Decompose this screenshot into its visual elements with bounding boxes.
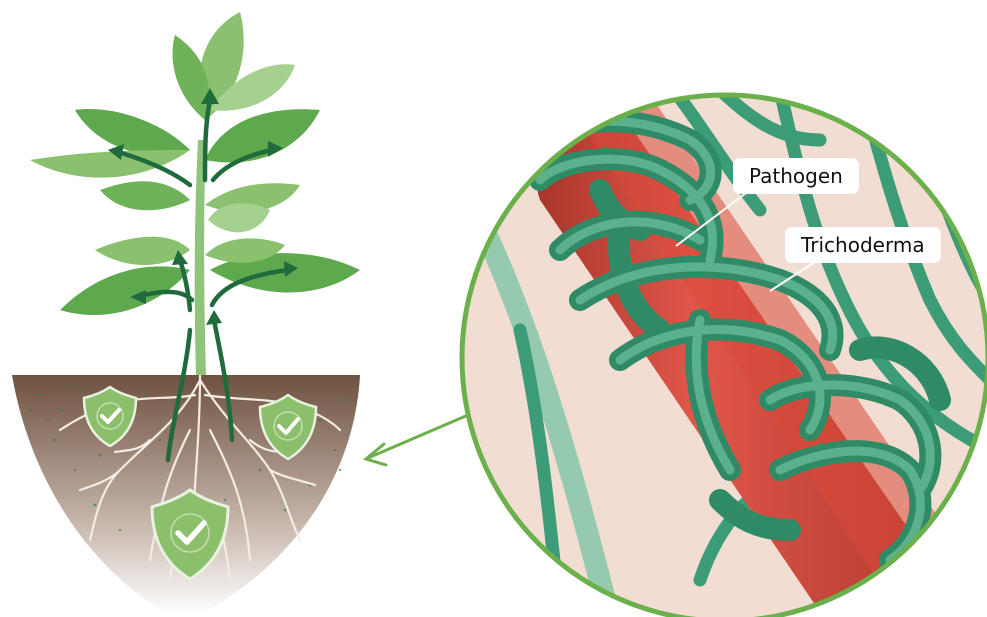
pathogen-label: Pathogen <box>733 158 859 194</box>
trichoderma-label: Trichoderma <box>785 227 941 263</box>
magnified-view <box>462 60 987 617</box>
